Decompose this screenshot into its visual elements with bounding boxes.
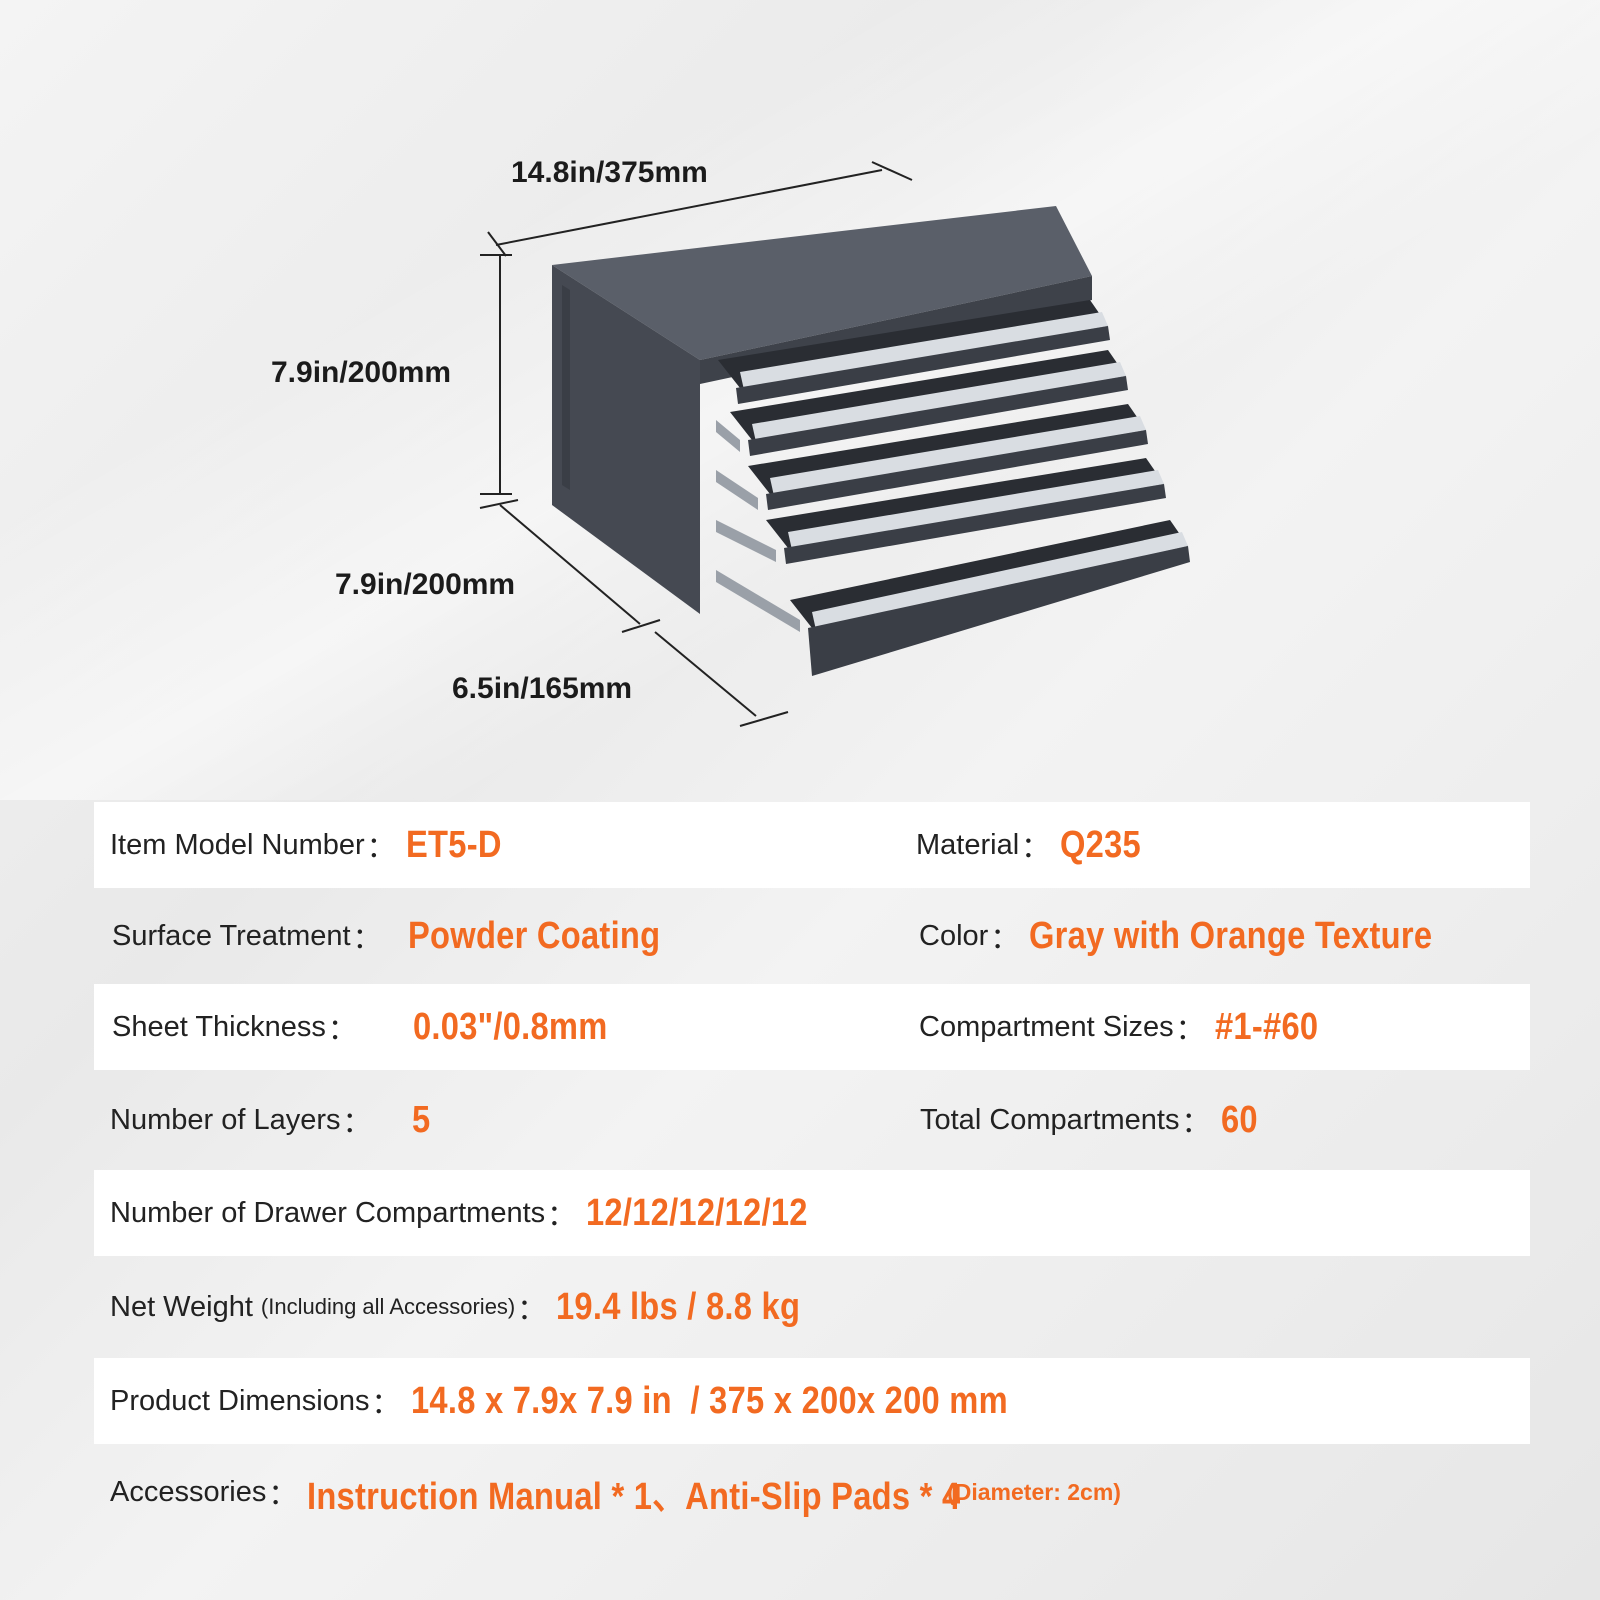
weight-note: (Including all Accessories) <box>260 1294 516 1319</box>
colon: ： <box>352 923 382 955</box>
layers-label: Number of Layers <box>110 1103 341 1136</box>
model-value: ET5-D <box>405 823 502 866</box>
spec-model: Item Model Number ： ET5-D <box>110 802 517 888</box>
compartment-sizes-value: #1-#60 <box>1214 1005 1318 1048</box>
drawers <box>716 300 1190 676</box>
drawer-compartments-value: 12/12/12/12/12 <box>586 1191 808 1234</box>
drawer-compartments-label: Number of Drawer Compartments <box>110 1196 546 1229</box>
spec-material: Material ： Q235 <box>916 802 1154 888</box>
spec-surface: Surface Treatment ： Powder Coating <box>112 888 701 984</box>
spec-row-layers-total: Number of Layers ： 5 Total Compartments … <box>94 1070 1530 1170</box>
spec-total-compartments: Total Compartments ： 60 <box>920 1070 1263 1170</box>
cabinet <box>552 206 1092 614</box>
spec-color: Color ： Gray with Orange Texture <box>919 888 1498 984</box>
total-compartments-value: 60 <box>1220 1098 1258 1141</box>
colon: ： <box>517 1294 547 1326</box>
spec-accessories: Accessories ： Instruction Manual * 1、Ant… <box>110 1444 1121 1540</box>
surface-label: Surface Treatment <box>112 919 351 952</box>
accessories-label: Accessories <box>110 1475 267 1508</box>
accessories-note: (Diameter: 2cm) <box>947 1478 1121 1505</box>
colon: ： <box>342 1107 372 1139</box>
colon: ： <box>366 832 396 864</box>
colon: ： <box>1175 1014 1205 1046</box>
spec-row-accessories: Accessories ： Instruction Manual * 1、Ant… <box>94 1444 1530 1540</box>
spec-row-drawer-compartments: Number of Drawer Compartments ： 12/12/12… <box>94 1170 1530 1256</box>
material-label: Material <box>916 828 1020 861</box>
spec-table: Item Model Number ： ET5-D Material ： Q23… <box>94 802 1530 1540</box>
layers-value: 5 <box>411 1098 430 1141</box>
product-illustration: 14.8in/375mm 7.9in/200mm 7.9in/200mm 6.5… <box>271 156 1190 727</box>
colon: ： <box>371 1388 401 1420</box>
spec-drawer-compartments: Number of Drawer Compartments ： 12/12/12… <box>110 1170 844 1256</box>
weight-label: Net Weight <box>110 1290 253 1323</box>
color-label: Color <box>919 919 989 952</box>
colon: ： <box>268 1479 298 1511</box>
model-label: Item Model Number <box>110 828 365 861</box>
accessories-value: Instruction Manual * 1、Anti-Slip Pads * … <box>307 1475 961 1518</box>
colon: ： <box>1021 832 1051 864</box>
spec-compartment-sizes: Compartment Sizes ： #1-#60 <box>919 984 1335 1070</box>
spec-row-model-material: Item Model Number ： ET5-D Material ： Q23… <box>94 802 1530 888</box>
material-value: Q235 <box>1060 823 1142 866</box>
spec-weight: Net Weight (Including all Accessories) ：… <box>110 1256 840 1358</box>
colon: ： <box>327 1014 357 1046</box>
colon: ： <box>1181 1107 1211 1139</box>
spec-row-product-dimensions: Product Dimensions ： 14.8 x 7.9x 7.9 in … <box>94 1358 1530 1444</box>
weight-value: 19.4 lbs / 8.8 kg <box>556 1285 801 1328</box>
color-value: Gray with Orange Texture <box>1029 914 1433 957</box>
dimension-lines <box>479 161 913 727</box>
product-dimensions-label: Product Dimensions <box>110 1384 370 1417</box>
depth-dimension-label: 7.9in/200mm <box>335 568 515 601</box>
thickness-label: Sheet Thickness <box>112 1010 326 1043</box>
colon: ： <box>990 923 1020 955</box>
total-compartments-label: Total Compartments <box>920 1103 1180 1136</box>
colon: ： <box>547 1200 577 1232</box>
spec-product-dimensions: Product Dimensions ： 14.8 x 7.9x 7.9 in … <box>110 1358 1105 1444</box>
product-dimensions-value: 14.8 x 7.9x 7.9 in / 375 x 200x 200 mm <box>410 1379 1008 1422</box>
spec-row-weight: Net Weight (Including all Accessories) ：… <box>94 1256 1530 1358</box>
compartment-sizes-label: Compartment Sizes <box>919 1010 1174 1043</box>
spec-row-thickness-sizes: Sheet Thickness ： 0.03"/0.8mm Compartmen… <box>94 984 1530 1070</box>
width-dimension-label: 14.8in/375mm <box>511 156 708 189</box>
drawer-extension-dimension-label: 6.5in/165mm <box>452 672 632 705</box>
surface-value: Powder Coating <box>407 914 660 957</box>
spec-thickness: Sheet Thickness ： 0.03"/0.8mm <box>112 984 639 1070</box>
spec-row-surface-color: Surface Treatment ： Powder Coating Color… <box>94 888 1530 984</box>
thickness-value: 0.03"/0.8mm <box>412 1005 608 1048</box>
spec-layers: Number of Layers ： 5 <box>110 1070 433 1170</box>
height-dimension-label: 7.9in/200mm <box>271 356 451 389</box>
